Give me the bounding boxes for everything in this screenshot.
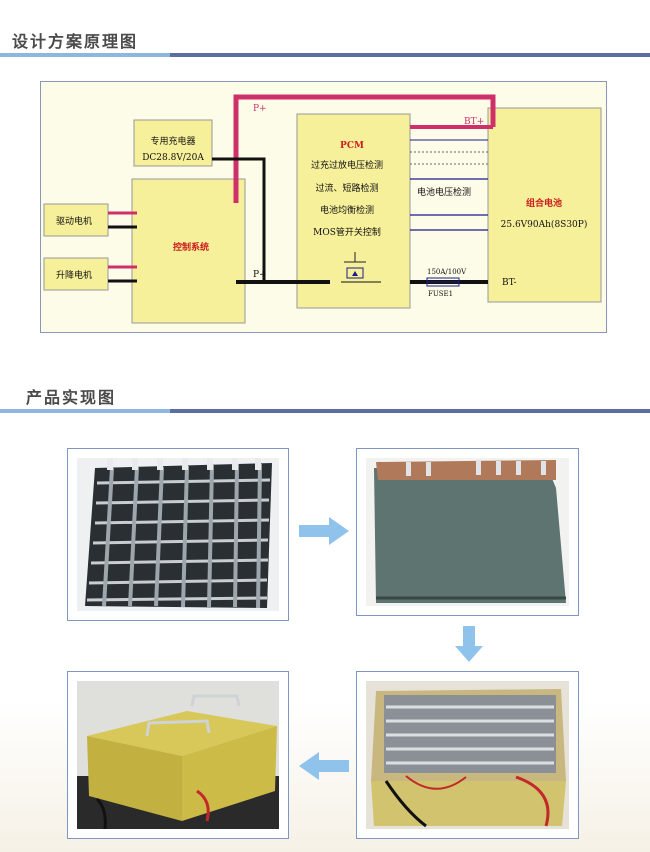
cell-grid-photo <box>67 448 289 621</box>
design-section-title: 设计方案原理图 <box>12 32 139 51</box>
charger-negative-line <box>212 157 266 282</box>
arrow-down-icon <box>455 626 483 662</box>
section-divider-2 <box>0 409 650 413</box>
charger-spec: DC28.8V/20A <box>142 153 204 163</box>
battery-cell-array-icon <box>77 458 279 611</box>
pcm-title: PCM <box>340 141 364 151</box>
pcm-line-3: 电池均衡检测 <box>320 204 374 216</box>
cell-voltage-label: 电池电压检测 <box>417 186 471 198</box>
pcm-line-2: 过流、短路检测 <box>315 182 378 194</box>
p-plus-bottom-label: P+ <box>253 270 267 280</box>
charger-label: 专用充电器 <box>150 135 195 147</box>
bt-plus-label: BT+ <box>464 117 484 127</box>
fuse-name-label: FUSE1 <box>428 290 453 298</box>
motor-drive-label: 驱动电机 <box>56 215 92 227</box>
battery-box <box>487 107 602 303</box>
yellow-battery-box-icon <box>77 681 279 829</box>
schematic-diagram: 专用充电器 DC28.8V/20A 控制系统 驱动电机 升降电机 PCM 过充过… <box>40 81 607 333</box>
motor-drive-box <box>43 203 109 237</box>
fuse-rating-label: 150A/100V <box>427 268 467 276</box>
finished-box-photo <box>67 671 289 839</box>
pcm-box <box>296 113 411 309</box>
p-plus-top-label: P+ <box>253 104 267 114</box>
motor-lift-label: 升降电机 <box>56 269 92 281</box>
control-label: 控制系统 <box>173 241 209 253</box>
insulated-battery-board-icon <box>366 458 569 606</box>
pcm-line-4: MOS管开关控制 <box>313 226 381 238</box>
section-divider <box>0 53 650 57</box>
product-section-title: 产品实现图 <box>26 388 117 407</box>
arrow-right-icon <box>299 517 349 545</box>
assembled-pack-photo <box>356 671 579 839</box>
insulated-pack-photo <box>356 448 579 616</box>
arrow-left-icon <box>299 752 349 780</box>
battery-title: 组合电池 <box>526 197 562 209</box>
battery-in-case-icon <box>366 681 569 829</box>
mos-switch-icon <box>344 252 366 279</box>
pcm-line-1: 过充过放电压检测 <box>311 159 383 171</box>
bt-minus-label: BT- <box>502 278 517 288</box>
charger-box <box>133 119 213 167</box>
fuse-icon <box>426 277 460 287</box>
motor-lift-box <box>43 257 109 291</box>
positive-line-top <box>233 94 496 203</box>
control-box <box>131 178 246 324</box>
battery-spec: 25.6V90Ah(8S30P) <box>501 219 588 230</box>
